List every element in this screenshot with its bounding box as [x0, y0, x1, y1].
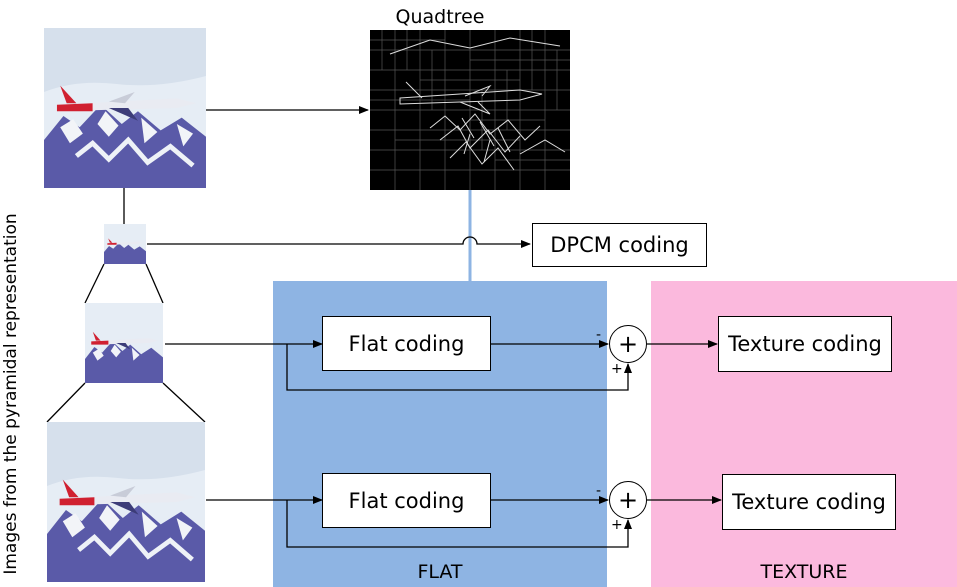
- sum-node-top: +: [609, 325, 647, 363]
- plus-sign-top: +: [611, 361, 623, 377]
- quadtree-image: [370, 30, 570, 190]
- minus-sign-bottom: -: [596, 483, 602, 499]
- minus-sign-top: -: [596, 327, 602, 343]
- texture-coding-box-bottom: Texture coding: [722, 474, 896, 530]
- airplane-photo-icon: [85, 303, 163, 383]
- image-level-0-bottom: [47, 422, 205, 582]
- flat-coding-box-bottom: Flat coding: [322, 473, 491, 528]
- dpcm-coding-box: DPCM coding: [532, 223, 707, 267]
- image-level-1: [85, 303, 163, 383]
- image-level-2: [104, 224, 146, 264]
- quadtree-title: Quadtree: [395, 6, 485, 28]
- plus-sign-bottom: +: [611, 517, 623, 533]
- airplane-photo-icon: [47, 422, 205, 582]
- texture-region-label: TEXTURE: [760, 561, 848, 583]
- flat-region-label: FLAT: [417, 561, 463, 583]
- airplane-photo-icon: [104, 224, 146, 264]
- quadtree-grid-icon: [370, 30, 570, 190]
- texture-coding-box-top: Texture coding: [718, 316, 892, 372]
- sum-node-bottom: +: [609, 481, 647, 519]
- image-level-0: [44, 28, 206, 188]
- flat-coding-box-top: Flat coding: [322, 316, 491, 371]
- pyramid-side-label: Images from the pyramidal representation: [1, 213, 21, 575]
- airplane-photo-icon: [44, 28, 206, 188]
